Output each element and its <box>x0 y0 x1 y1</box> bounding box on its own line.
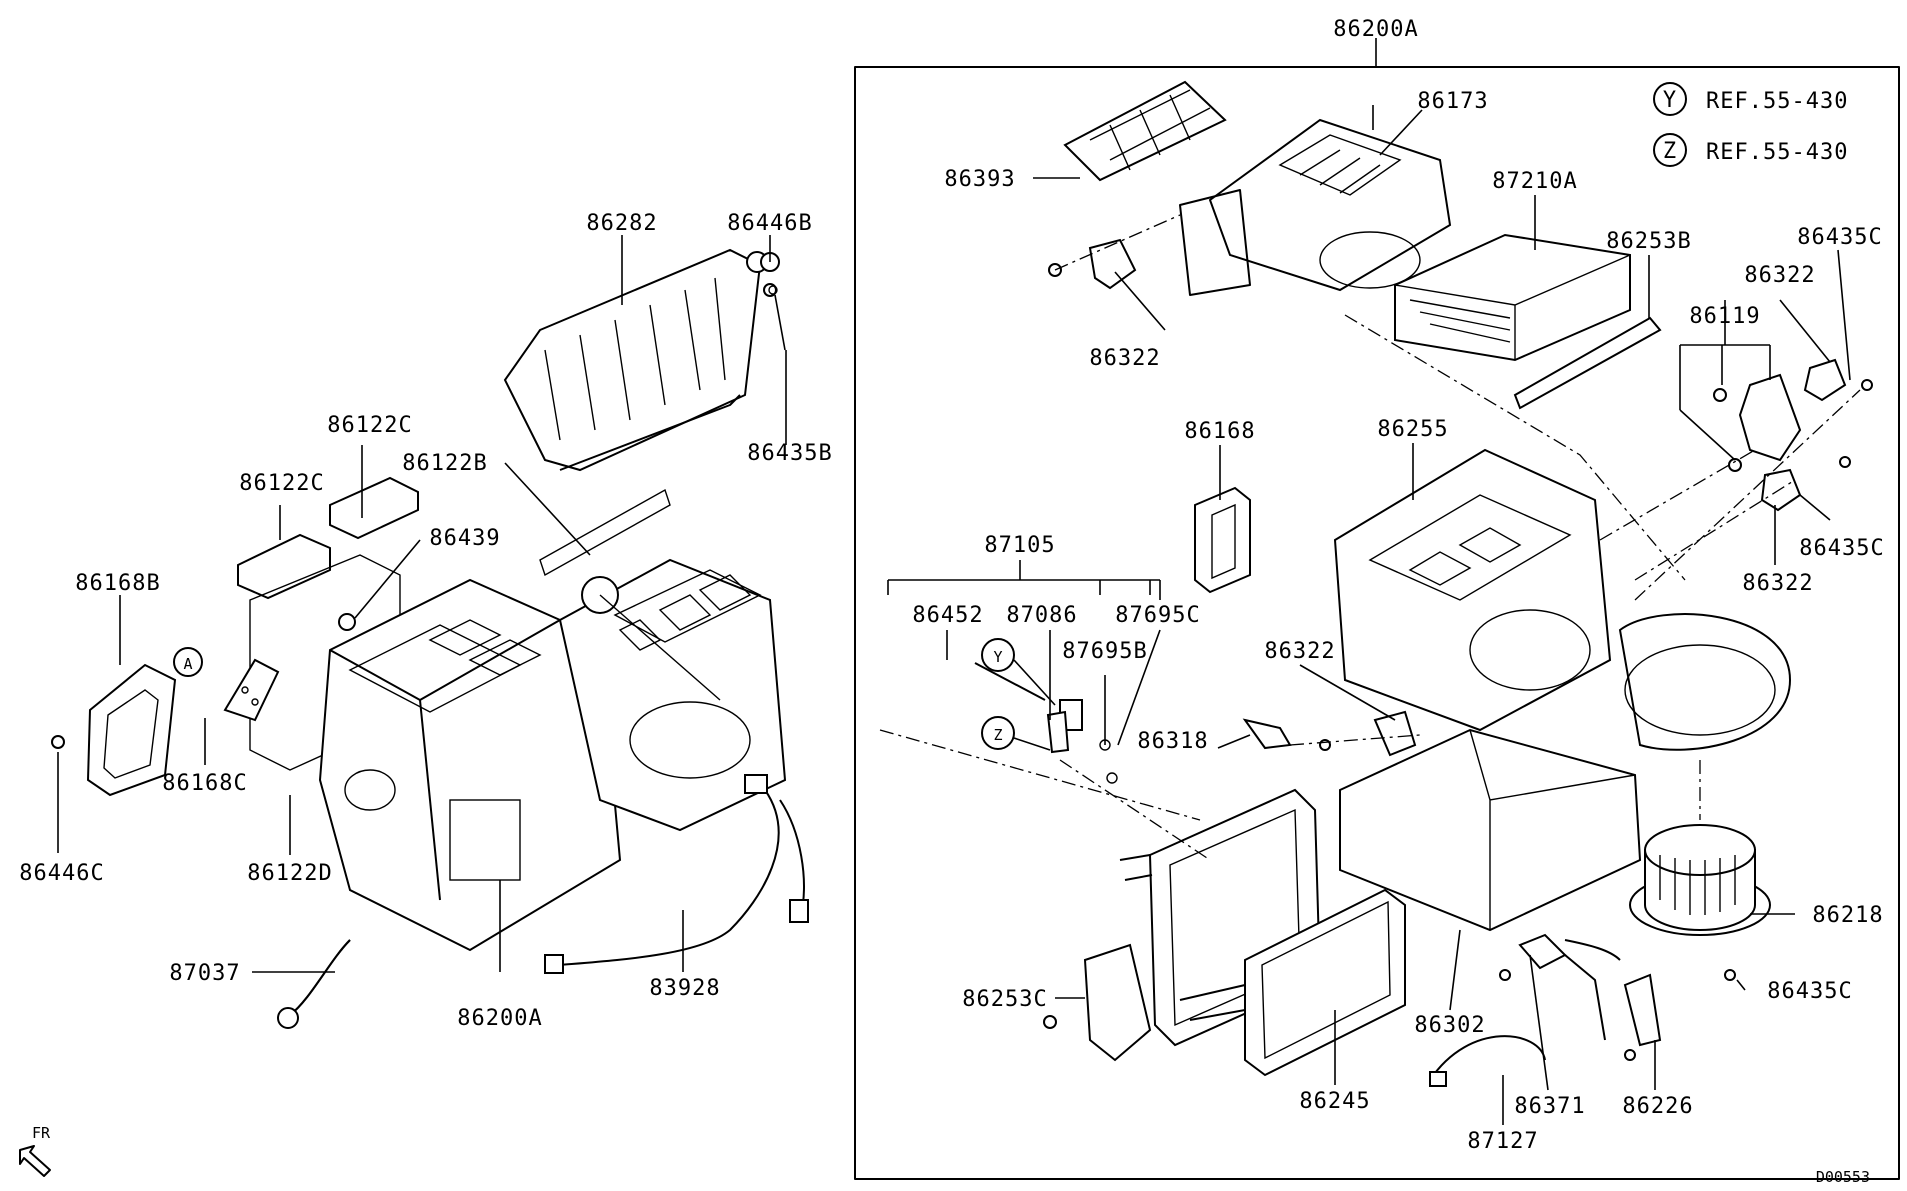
actuators-right <box>1048 238 1873 512</box>
hvac-unit-assembled <box>318 558 787 952</box>
callout-z-circle <box>981 716 1015 750</box>
ref-y-text: REF.55-430 <box>1706 89 1848 114</box>
label-86393: 86393 <box>944 167 1015 192</box>
label-86322-right-top: 86322 <box>1744 263 1815 288</box>
case-upper-86255 <box>1333 448 1612 732</box>
hose-87037 <box>277 939 351 1029</box>
label-86322-center: 86322 <box>1264 639 1335 664</box>
filter-86393 <box>1063 80 1227 182</box>
cover-86253B <box>1513 316 1662 410</box>
callout-y-circle <box>981 638 1015 672</box>
label-86122B: 86122B <box>402 451 487 476</box>
label-86282: 86282 <box>586 211 657 236</box>
label-86168C: 86168C <box>162 771 247 796</box>
label-86168B: 86168B <box>75 571 160 596</box>
label-87037: 87037 <box>169 961 240 986</box>
drawing-code: D00553 <box>1816 1168 1870 1186</box>
label-86218: 86218 <box>1812 903 1883 928</box>
ref-y-letter: Y <box>1663 88 1677 113</box>
label-86446C: 86446C <box>19 861 104 886</box>
label-86122C-a: 86122C <box>327 413 412 438</box>
label-87105: 87105 <box>984 533 1055 558</box>
gaskets-86122 <box>237 476 671 771</box>
label-86253C: 86253C <box>962 987 1047 1012</box>
label-86435C-bottom: 86435C <box>1767 979 1852 1004</box>
label-87695B: 87695B <box>1062 639 1147 664</box>
label-86452: 86452 <box>912 603 983 628</box>
callout-z-letter: Z <box>993 726 1002 744</box>
duct-86282 <box>503 248 777 472</box>
alignment-lines <box>879 214 1861 861</box>
valve-group-87105 <box>974 662 1118 784</box>
assembly-title: 86200A <box>1333 17 1418 42</box>
label-86318: 86318 <box>1137 729 1208 754</box>
label-86122C-b: 86122C <box>239 471 324 496</box>
blower-casing <box>1618 613 1792 751</box>
harness-83928 <box>544 774 809 974</box>
reference-legend: Y REF.55-430 Z REF.55-430 <box>1653 82 1848 167</box>
label-86322-top: 86322 <box>1089 346 1160 371</box>
blower-motor-86218 <box>1629 824 1771 936</box>
modules-bottom <box>1429 933 1736 1087</box>
label-87695C: 87695C <box>1115 603 1200 628</box>
front-marker-text: FR <box>32 1124 51 1142</box>
ref-z-letter: Z <box>1663 139 1677 164</box>
front-arrow-icon <box>19 1145 51 1177</box>
label-86119: 86119 <box>1689 304 1760 329</box>
label-83928: 83928 <box>649 976 720 1001</box>
label-87210A: 87210A <box>1492 169 1577 194</box>
label-86322-right-mid: 86322 <box>1742 571 1813 596</box>
label-86371: 86371 <box>1514 1094 1585 1119</box>
callout-a-letter: A <box>183 655 192 673</box>
label-86435C-top: 86435C <box>1797 225 1882 250</box>
front-direction-marker: FR <box>19 1124 51 1177</box>
label-86435C-mid: 86435C <box>1799 536 1884 561</box>
label-86122D: 86122D <box>247 861 332 886</box>
label-87127: 87127 <box>1467 1129 1538 1154</box>
housing-86173 <box>1179 118 1452 296</box>
label-86226: 86226 <box>1622 1094 1693 1119</box>
case-lower <box>1339 728 1642 932</box>
callout-a-circle <box>173 647 203 677</box>
bracket-86168C <box>223 658 280 722</box>
ref-z-circle <box>1653 133 1687 167</box>
heater-core-86245 <box>1179 888 1406 1077</box>
label-86439: 86439 <box>429 526 500 551</box>
gasket-86168 <box>1194 486 1251 594</box>
label-86168: 86168 <box>1184 419 1255 444</box>
label-86173: 86173 <box>1417 89 1488 114</box>
label-86435B: 86435B <box>747 441 832 466</box>
label-86253B: 86253B <box>1606 229 1691 254</box>
label-86255: 86255 <box>1377 417 1448 442</box>
label-86302: 86302 <box>1414 1013 1485 1038</box>
label-86446B: 86446B <box>727 211 812 236</box>
leaders-right <box>887 105 1851 1125</box>
assembly-frame <box>854 66 1900 1180</box>
bracket-86253C <box>1043 943 1152 1062</box>
callout-y-letter: Y <box>993 648 1002 666</box>
sensors-center <box>1242 710 1417 757</box>
ref-y-circle <box>1653 82 1687 116</box>
leaders-left <box>57 235 787 973</box>
plate-86168B <box>51 663 177 797</box>
ref-z-text: REF.55-430 <box>1706 140 1848 165</box>
label-86200A-left: 86200A <box>457 1006 542 1031</box>
callout-y-leader <box>1013 659 1056 706</box>
callout-z-leader <box>1013 737 1051 751</box>
label-86245: 86245 <box>1299 1089 1370 1114</box>
filter-87210A <box>1394 233 1631 362</box>
label-87086: 87086 <box>1006 603 1077 628</box>
